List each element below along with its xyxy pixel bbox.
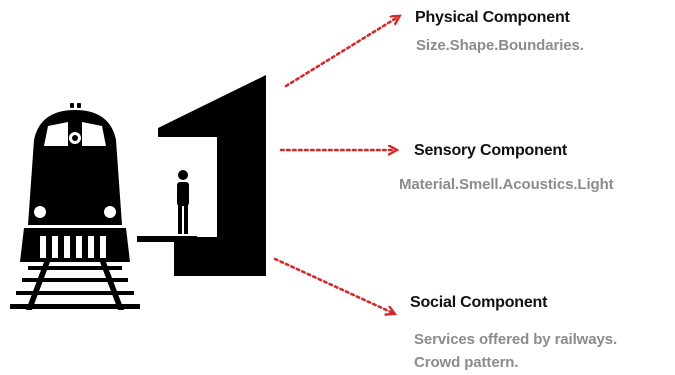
social-arrow-icon — [273, 257, 393, 313]
sensory-component-label: Sensory Component — [414, 141, 567, 161]
social-component-detail-line-2: Crowd pattern. — [414, 354, 519, 371]
social-component-title: Social Component — [410, 294, 548, 311]
physical-component-label: Physical Component Size.Shape.Boundaries… — [415, 8, 584, 57]
physical-component-title: Physical Component — [415, 9, 570, 26]
physical-arrow-icon — [284, 17, 398, 88]
social-component-label: Social Component — [410, 293, 547, 313]
sensory-component-title: Sensory Component — [414, 142, 568, 159]
sensory-component-detail: Material.Smell.Acoustics.Light — [399, 176, 614, 193]
standing-person-icon — [177, 170, 189, 234]
train-icon — [10, 103, 140, 310]
social-component-detail-line-1: Services offered by railways. — [414, 331, 618, 348]
physical-component-detail: Size.Shape.Boundaries. — [416, 37, 584, 54]
station-shelter-icon — [137, 75, 266, 276]
